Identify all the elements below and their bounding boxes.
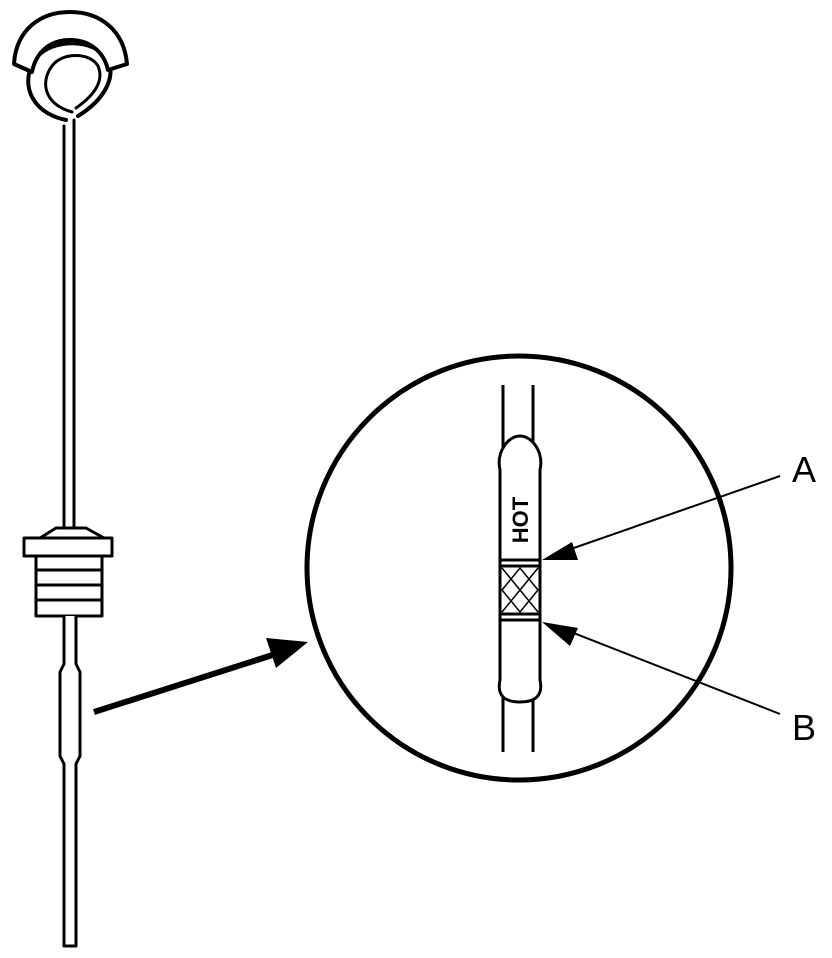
label-b: B <box>792 707 816 748</box>
crosshatch-zone <box>501 566 539 614</box>
leader-b: B <box>542 622 816 748</box>
leader-a: A <box>542 449 816 560</box>
pointer-arrow <box>93 638 308 715</box>
dipstick-icon <box>12 10 129 948</box>
label-a: A <box>792 449 816 490</box>
magnifier-circle: HOT <box>304 353 734 783</box>
hot-label: HOT <box>508 496 533 543</box>
